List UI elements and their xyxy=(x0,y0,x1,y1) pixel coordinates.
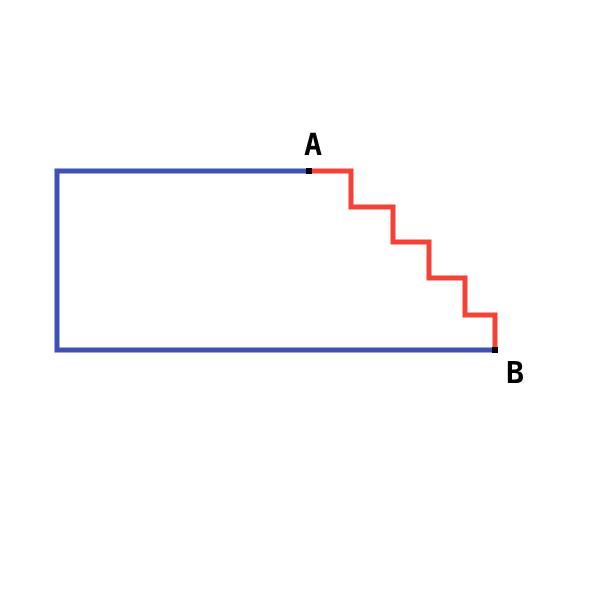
red-staircase-path xyxy=(308,168,498,350)
point-b-label: B xyxy=(506,356,524,391)
blue-path xyxy=(54,168,498,353)
point-b-marker xyxy=(492,347,498,353)
point-a-marker xyxy=(306,168,312,174)
point-a-label: A xyxy=(304,128,322,163)
